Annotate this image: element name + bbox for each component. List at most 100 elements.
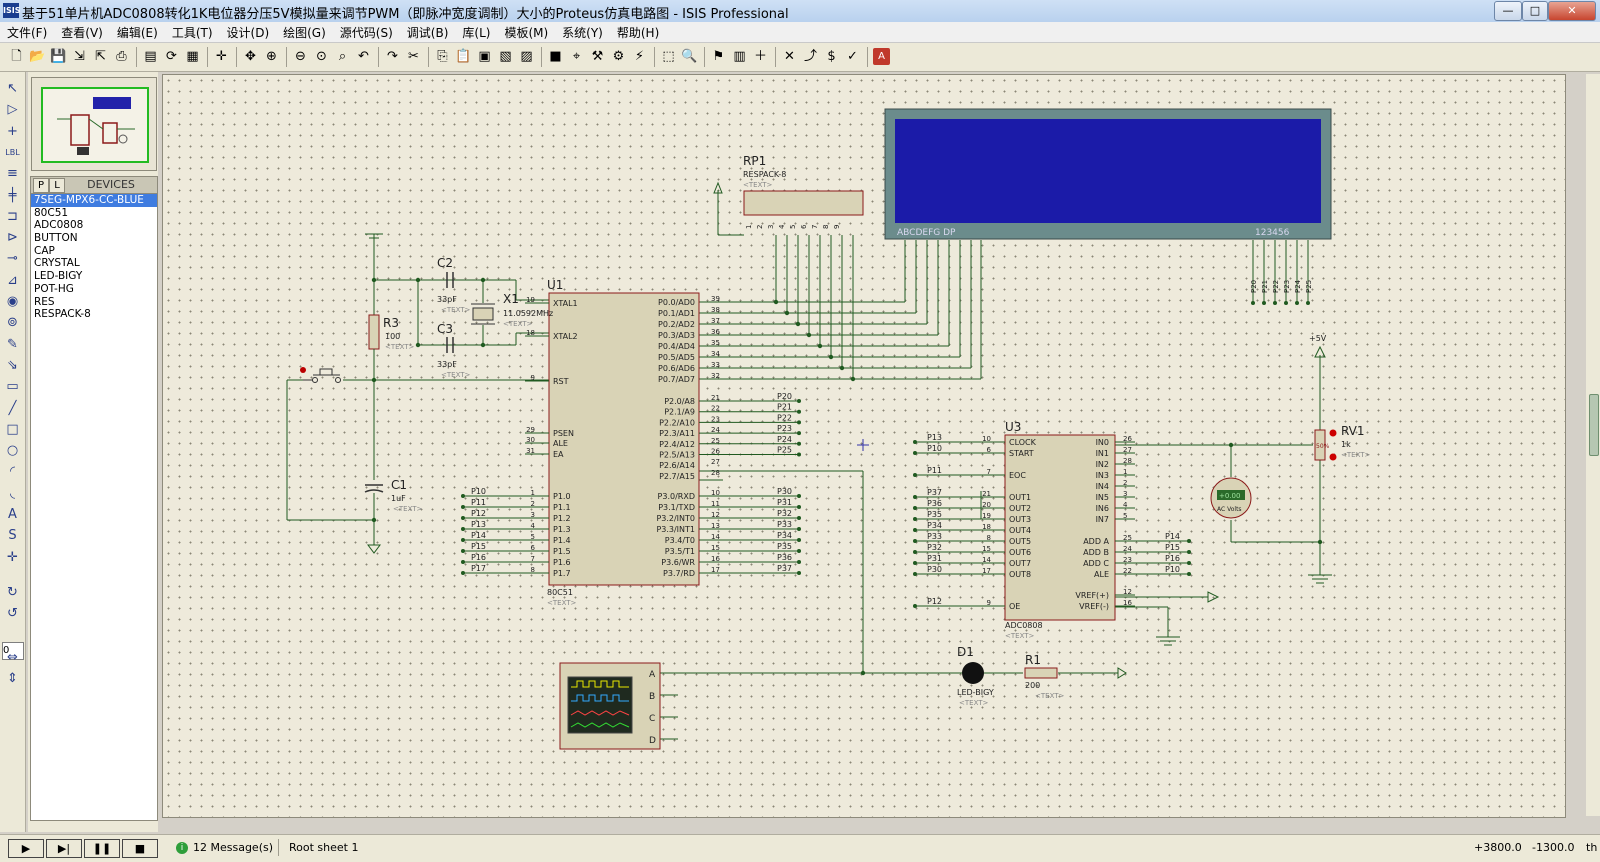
- menu-item-11[interactable]: 帮助(H): [616, 26, 660, 40]
- menu-item-0[interactable]: 文件(F): [7, 26, 48, 40]
- device-list-item[interactable]: POT-HG: [34, 282, 74, 295]
- rp1-respack[interactable]: [743, 190, 864, 216]
- rotate-cw-icon[interactable]: ↻: [7, 584, 18, 600]
- menu-item-10[interactable]: 系统(Y): [562, 26, 603, 40]
- zoom-in-icon[interactable]: ⊕: [266, 49, 277, 64]
- menu-item-1[interactable]: 查看(V): [61, 26, 103, 40]
- wire-autorouter-icon[interactable]: ⬚: [662, 49, 675, 64]
- tape-recorder-icon[interactable]: ◉: [6, 294, 19, 309]
- text-script-icon[interactable]: ≡: [7, 166, 18, 182]
- junction-dot-icon[interactable]: +: [7, 123, 18, 139]
- device-list-item[interactable]: RES: [34, 295, 55, 308]
- u1-80c51-body[interactable]: [548, 292, 700, 586]
- copy-icon[interactable]: ⎘: [437, 49, 448, 64]
- redo-icon[interactable]: ↷: [387, 49, 398, 64]
- close-button[interactable]: ✕: [1548, 1, 1596, 21]
- open-folder-icon[interactable]: 📂: [29, 49, 46, 64]
- flip-horizontal-icon[interactable]: ⇔: [7, 649, 18, 665]
- pan-icon[interactable]: ✥: [245, 49, 256, 64]
- refresh-icon[interactable]: ⟳: [166, 49, 177, 64]
- overview-window[interactable]: [31, 77, 157, 171]
- symbol-icon[interactable]: S: [8, 528, 17, 544]
- r3-resistor[interactable]: [368, 314, 380, 350]
- block-delete-icon[interactable]: ■: [549, 49, 562, 64]
- device-list-item[interactable]: RESPACK-8: [34, 308, 91, 321]
- print-icon[interactable]: ⎙: [116, 49, 127, 64]
- arc-icon[interactable]: ◜: [9, 464, 16, 480]
- save-icon[interactable]: 💾: [50, 49, 67, 64]
- bus-icon[interactable]: ╪: [8, 187, 17, 203]
- voltage-probe-icon[interactable]: ✎: [7, 336, 18, 352]
- selection-mode-icon[interactable]: ↖: [7, 81, 18, 96]
- bill-of-materials-icon[interactable]: $: [827, 49, 836, 64]
- undo-icon[interactable]: ↶: [358, 49, 369, 64]
- block-move-icon[interactable]: ▧: [499, 49, 512, 64]
- generator-icon[interactable]: ⊚: [7, 315, 18, 331]
- x1-crystal[interactable]: [472, 307, 494, 321]
- wire-label-icon[interactable]: LBL: [5, 147, 20, 157]
- exit-to-parent-icon[interactable]: ⤴: [803, 49, 817, 64]
- device-list-item[interactable]: CRYSTAL: [34, 257, 80, 270]
- print-area-icon[interactable]: ▤: [144, 49, 157, 64]
- menu-item-5[interactable]: 绘图(G): [283, 26, 326, 40]
- line-icon[interactable]: ╱: [8, 400, 17, 416]
- reset-button[interactable]: [319, 368, 333, 376]
- ares-icon[interactable]: A: [873, 48, 890, 65]
- menu-item-4[interactable]: 设计(D): [226, 26, 270, 40]
- flip-vertical-icon[interactable]: ⇕: [7, 670, 18, 686]
- library-manager-button[interactable]: L: [49, 178, 65, 193]
- property-tool-icon[interactable]: ⚑: [712, 49, 725, 64]
- menu-item-2[interactable]: 编辑(E): [116, 26, 158, 40]
- new-sheet-icon[interactable]: ＋: [753, 49, 767, 64]
- grid-icon[interactable]: ▦: [186, 49, 199, 64]
- paste-icon[interactable]: 📋: [455, 49, 472, 64]
- device-list-item[interactable]: 7SEG-MPX6-CC-BLUE: [31, 194, 157, 207]
- rotate-ccw-icon[interactable]: ↺: [7, 606, 18, 622]
- terminal-icon[interactable]: ⊳: [7, 230, 18, 246]
- stop-button[interactable]: ■: [122, 839, 158, 858]
- menu-item-6[interactable]: 源代码(S): [339, 26, 393, 40]
- pick-device-icon[interactable]: ⌖: [572, 49, 581, 64]
- block-copy-icon[interactable]: ▣: [478, 49, 491, 64]
- import-icon[interactable]: ⇲: [74, 49, 85, 64]
- erc-icon[interactable]: ✓: [847, 49, 858, 64]
- decompose-icon[interactable]: ⚡: [634, 49, 645, 64]
- menu-item-9[interactable]: 模板(M): [504, 26, 549, 40]
- device-list-item[interactable]: 80C51: [34, 206, 69, 219]
- remove-sheet-icon[interactable]: ✕: [784, 49, 795, 64]
- maximize-button[interactable]: □: [1522, 1, 1548, 21]
- component-mode-icon[interactable]: ▷: [7, 102, 18, 118]
- virtual-instrument-icon[interactable]: ▭: [6, 379, 19, 395]
- packaging-icon[interactable]: ⚙: [612, 49, 625, 64]
- device-pin-icon[interactable]: ⊸: [7, 251, 18, 267]
- menu-item-7[interactable]: 调试(B): [406, 26, 449, 40]
- new-file-icon[interactable]: 🗋: [11, 49, 22, 64]
- d1-led[interactable]: [962, 662, 984, 684]
- menu-item-8[interactable]: 库(L): [462, 26, 491, 40]
- rv1-decrease-icon[interactable]: [1329, 453, 1337, 461]
- minimize-button[interactable]: —: [1494, 1, 1522, 21]
- circle-icon[interactable]: ○: [6, 443, 19, 459]
- r1-resistor[interactable]: [1024, 667, 1058, 679]
- isis-app-icon[interactable]: ISIS: [3, 3, 20, 18]
- scrollbar-thumb[interactable]: [1589, 394, 1599, 456]
- step-button[interactable]: ▶|: [46, 839, 82, 858]
- device-list-item[interactable]: CAP: [34, 244, 55, 257]
- text-icon[interactable]: A: [8, 507, 17, 522]
- pause-button[interactable]: ❚❚: [84, 839, 120, 858]
- graph-icon[interactable]: ⊿: [7, 272, 18, 288]
- device-list-item[interactable]: ADC0808: [34, 219, 84, 232]
- u3-adc0808-body[interactable]: [1004, 434, 1116, 621]
- box-icon[interactable]: □: [6, 421, 19, 437]
- rv1-potentiometer[interactable]: [1314, 429, 1326, 461]
- origin-icon[interactable]: ✛: [216, 49, 227, 64]
- rv1-increase-icon[interactable]: [1329, 429, 1337, 437]
- current-probe-icon[interactable]: ⇘: [7, 357, 18, 373]
- block-rotate-icon[interactable]: ▨: [520, 49, 533, 64]
- overview-viewport[interactable]: [41, 87, 149, 163]
- make-device-icon[interactable]: ⚒: [591, 49, 604, 64]
- export-icon[interactable]: ⇱: [95, 49, 106, 64]
